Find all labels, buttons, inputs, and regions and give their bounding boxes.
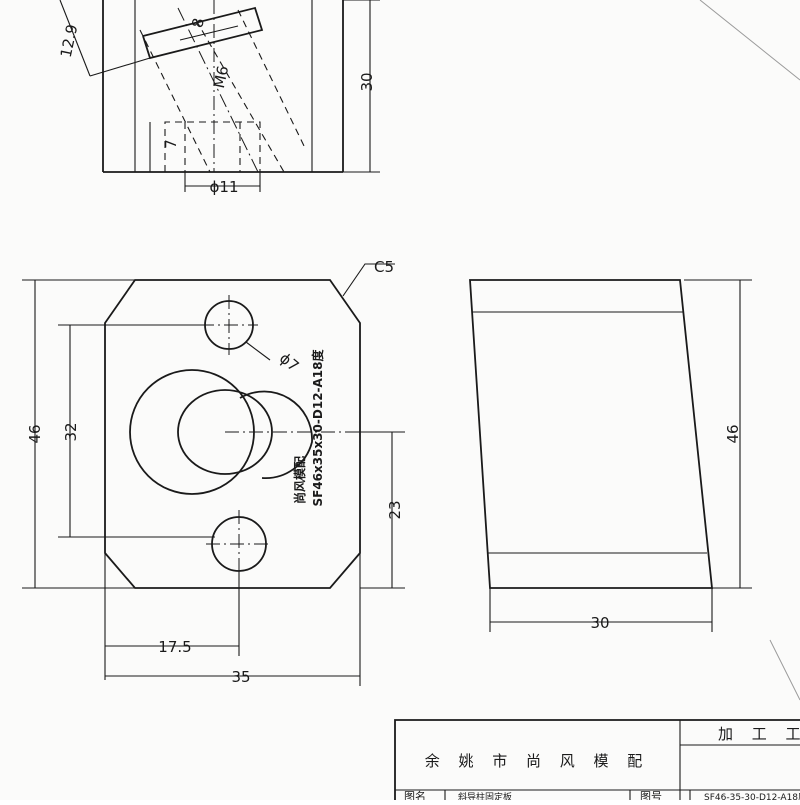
part-note-line2: SF46x35x30-D12-A18度: [310, 348, 325, 506]
value-drawing-name: 斜导柱固定板: [458, 791, 512, 800]
bore-exit: [239, 390, 313, 479]
value-drawing-number: SF46-35-30-D12-A18度: [704, 791, 800, 800]
dim-side-width: 30: [590, 614, 609, 632]
front-view: C5 ϕ7 尚风模配 SF46x35x30-D12-A18度 46 32: [22, 258, 405, 686]
label-drawing-name: 图名: [404, 789, 426, 800]
company-name: 余 姚 市 尚 风 模 配: [425, 752, 650, 770]
side-view: 46 30: [469, 279, 752, 632]
part-note-line1: 尚风模配: [292, 456, 307, 504]
dim-top-depth: 30: [358, 72, 376, 91]
dim-front-hole-offset-x: 17.5: [158, 638, 191, 656]
dim-hole-diameter: ϕ7: [276, 349, 302, 375]
top-view: 30 7 ϕ11 M6 8 12.9: [57, 0, 380, 196]
dim-side-height: 46: [724, 424, 742, 443]
dim-front-hole-offset-y: 23: [386, 500, 404, 519]
process-header: 加 工 工 艺: [718, 725, 800, 743]
label-drawing-number: 图号: [640, 790, 662, 800]
dim-top-counterbore: 7: [162, 139, 180, 149]
dim-front-height-outer: 46: [26, 424, 44, 443]
dim-top-side: 12.9: [57, 23, 82, 59]
chamfer-label: C5: [374, 258, 394, 276]
bore-inner: [177, 389, 273, 475]
dim-top-thread: M6: [210, 64, 232, 90]
title-block: 余 姚 市 尚 风 模 配 加 工 工 艺 图名 斜导柱固定板 图号 SF46-…: [394, 0, 800, 803]
dim-front-height-inner: 32: [62, 422, 80, 441]
dim-top-small: 8: [188, 16, 208, 29]
dim-front-width: 35: [231, 668, 250, 686]
dim-top-bottom-dia: ϕ11: [210, 178, 239, 196]
